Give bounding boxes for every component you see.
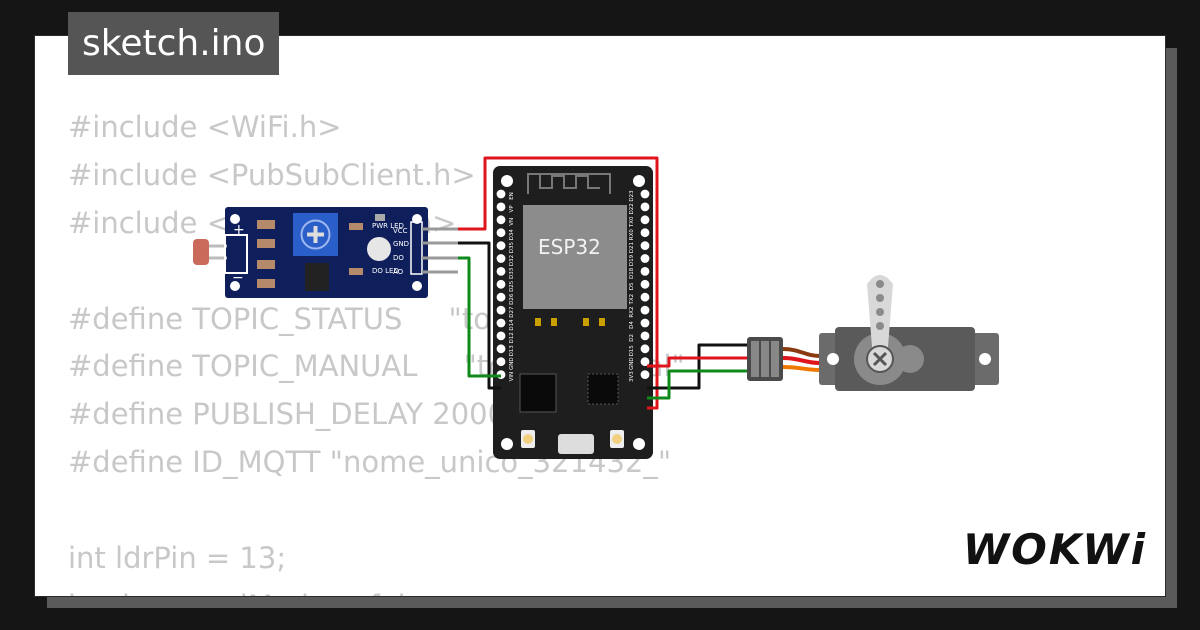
pin-vcc: VCC: [393, 227, 408, 235]
boot-button[interactable]: [523, 434, 533, 444]
esp32-pin-hole[interactable]: [496, 305, 506, 315]
esp32-pin-label: D27: [509, 306, 515, 318]
wires: [458, 156, 747, 410]
esp32-pin-label: D14: [509, 319, 515, 331]
esp32-pin-label: GND: [629, 357, 635, 370]
servo-horn[interactable]: [867, 275, 893, 359]
esp32-pin-hole[interactable]: [496, 344, 506, 354]
code-line: bool manualMode = false;: [68, 583, 685, 596]
esp32-pin-hole[interactable]: [640, 331, 650, 341]
reset-button[interactable]: [612, 434, 622, 444]
do-led-label: DO LED: [372, 267, 399, 275]
esp32-pin-hole[interactable]: [640, 344, 650, 354]
esp32-pin-label: D25: [509, 280, 515, 292]
esp32-pin-hole[interactable]: [496, 357, 506, 367]
led: [367, 237, 391, 261]
esp32-pin-hole[interactable]: [640, 215, 650, 225]
esp32-pin-hole[interactable]: [640, 241, 650, 251]
file-tab[interactable]: sketch.ino: [68, 12, 280, 75]
wokwi-logo: WOKWi: [962, 525, 1147, 574]
plus-label: +: [233, 222, 245, 238]
esp32-pin-label: D18: [629, 267, 635, 279]
esp32-pin-hole[interactable]: [640, 279, 650, 289]
minus-label: −: [232, 270, 244, 286]
esp32-pin-label: D21: [629, 242, 635, 253]
esp32-pin-hole[interactable]: [496, 202, 506, 212]
esp32-pin-hole[interactable]: [496, 318, 506, 328]
chip-label: ESP32: [538, 235, 601, 259]
esp32-pin-label: D26: [509, 293, 515, 305]
wire-red: [458, 156, 659, 410]
esp32-pin-label: D12: [509, 332, 515, 343]
esp32-pin-hole[interactable]: [640, 189, 650, 199]
esp32-pin-hole[interactable]: [640, 202, 650, 212]
esp32-pin-label: D33: [509, 267, 515, 279]
esp32-pin-label: VIN: [509, 372, 515, 382]
esp32-right-pins: D23D22TX0RX0D21D19D18D5TX2RX2D4D2D15GND3…: [629, 189, 650, 382]
esp32-pin-label: TX2: [629, 294, 635, 306]
esp32-pin-hole[interactable]: [496, 254, 506, 263]
wire-green-servo: [647, 369, 747, 400]
esp32-pin-label: D34: [509, 229, 515, 241]
ldr-module[interactable]: + − PWR LED DO LED VCC GND DO AO: [193, 207, 458, 298]
pin-ao: AO: [393, 268, 404, 276]
pwr-led-label: PWR LED: [372, 222, 404, 230]
esp32-pin-hole[interactable]: [496, 267, 506, 276]
wire-red-servo: [647, 356, 747, 368]
circuit-diagram: + − PWR LED DO LED VCC GND DO AO: [193, 156, 999, 459]
esp32-pin-label: RX0: [629, 229, 635, 241]
wire-black-ldr: [458, 241, 501, 390]
esp32-board[interactable]: ESP32 ENVPVND34D35D32D33D25D26D27D14D12D…: [493, 166, 653, 459]
project-card: #include <WiFi.h> #include <PubSubClient…: [35, 36, 1165, 596]
code-line: #define PUBLISH_DELAY 2000: [68, 397, 507, 432]
esp32-pin-hole[interactable]: [640, 357, 650, 367]
esp32-pin-label: VN: [509, 218, 515, 226]
pin-gnd: GND: [393, 240, 409, 248]
esp32-pin-hole[interactable]: [496, 215, 506, 225]
wire-green-ldr: [458, 256, 501, 378]
esp32-pin-hole[interactable]: [640, 318, 650, 328]
esp32-pin-label: D15: [629, 345, 635, 357]
esp32-pin-hole[interactable]: [640, 305, 650, 315]
esp32-pin-label: D32: [509, 255, 515, 266]
esp32-pin-label: D5: [629, 282, 635, 290]
code-line: int ldrPin = 13;: [68, 541, 287, 576]
esp32-chip: [523, 205, 627, 309]
esp32-pin-label: RX2: [629, 307, 635, 318]
esp32-pin-label: 3V3: [629, 371, 635, 382]
esp32-pin-label: EN: [509, 192, 515, 200]
esp32-pin-label: D22: [629, 203, 635, 214]
esp32-pin-label: D35: [509, 241, 515, 253]
esp32-pin-label: D23: [629, 190, 635, 202]
esp32-pin-hole[interactable]: [496, 292, 506, 302]
esp32-pin-hole[interactable]: [496, 279, 506, 289]
code-line: #include <PubSubClient.h>: [68, 157, 476, 192]
photoresistor: [193, 239, 209, 265]
esp32-pin-hole[interactable]: [496, 228, 506, 238]
usb-port: [558, 434, 594, 454]
esp32-pin-hole[interactable]: [496, 331, 506, 341]
esp32-pin-label: GND: [509, 357, 515, 370]
esp32-pin-hole[interactable]: [496, 189, 506, 199]
esp32-pin-hole[interactable]: [640, 267, 650, 276]
esp32-pin-hole[interactable]: [640, 228, 650, 238]
esp32-pin-label: TX0: [629, 216, 635, 228]
esp32-pin-hole[interactable]: [640, 254, 650, 263]
esp32-pin-label: D13: [509, 345, 515, 357]
esp32-pin-hole[interactable]: [640, 370, 650, 379]
esp32-pin-label: VP: [509, 205, 515, 213]
esp32-pin-label: D4: [629, 321, 635, 329]
servo-motor[interactable]: [747, 275, 999, 391]
pin-do: DO: [393, 254, 404, 262]
esp32-pin-hole[interactable]: [496, 241, 506, 251]
esp32-pin-hole[interactable]: [640, 292, 650, 302]
esp32-pin-label: D2: [629, 334, 635, 342]
esp32-pin-label: D19: [629, 254, 635, 266]
code-line: #include <WiFi.h>: [68, 110, 342, 144]
wire-black-servo: [647, 343, 747, 390]
